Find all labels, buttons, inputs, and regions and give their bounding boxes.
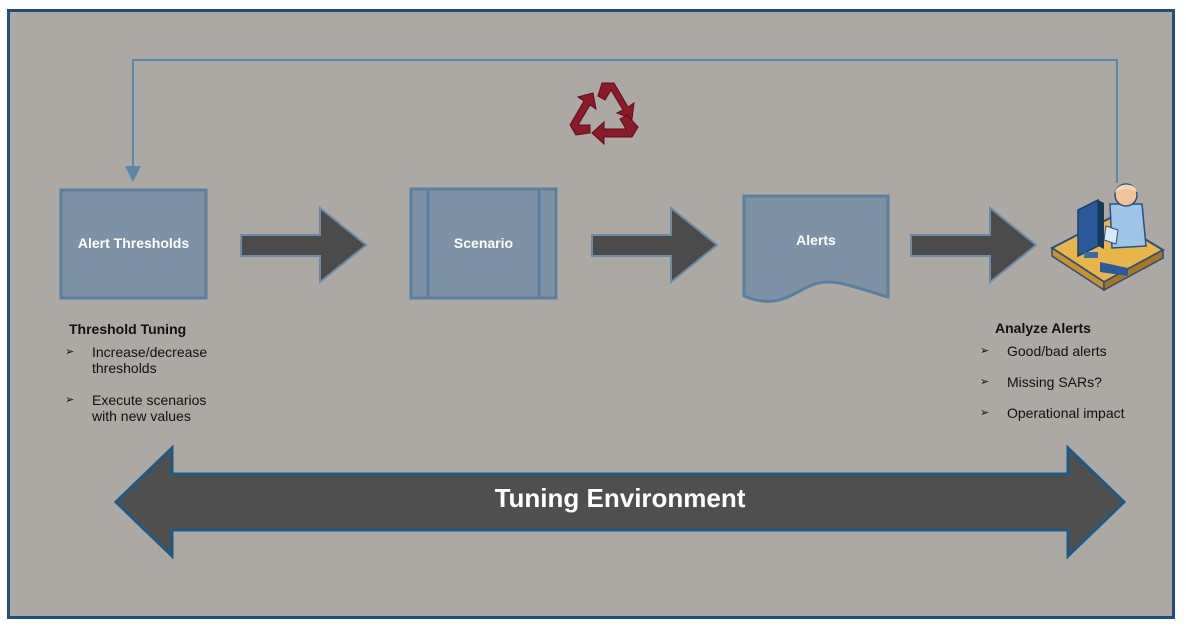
tuning-environment-banner (113, 444, 1127, 560)
analyze-alerts-item: ➢ Good/bad alerts (980, 343, 1170, 359)
bullet-arrow-icon: ➢ (980, 345, 990, 357)
scenario-label: Scenario (453, 235, 514, 251)
recycle-icon (569, 82, 639, 146)
analyze-alerts-item: ➢ Missing SARs? (980, 374, 1170, 390)
bullet-arrow-icon: ➢ (980, 407, 990, 419)
bullet-text: with new values (92, 408, 191, 424)
bullet-arrow-icon: ➢ (980, 376, 990, 388)
bullet-text: Operational impact (1007, 405, 1125, 421)
tuning-environment-label: Tuning Environment (494, 483, 746, 513)
flow-arrow-2 (591, 205, 719, 285)
feedback-arrowhead (125, 166, 141, 182)
bullet-text: thresholds (92, 360, 157, 376)
alert-thresholds-box (59, 188, 208, 300)
scenario-box (409, 187, 558, 300)
analyze-alerts-title: Analyze Alerts (995, 320, 1091, 336)
bullet-text: Good/bad alerts (1007, 343, 1107, 359)
analyze-alerts-item: ➢ Operational impact (980, 405, 1170, 421)
analyst-at-computer-icon (1050, 183, 1166, 292)
feedback-loop-line (132, 59, 1118, 183)
threshold-tuning-list: ➢ Increase/decrease thresholds ➢ Execute… (65, 344, 265, 424)
flow-arrow-3 (910, 205, 1038, 285)
alerts-document-shape (742, 194, 890, 303)
analyze-alerts-list: ➢ Good/bad alerts ➢ Missing SARs? ➢ Oper… (980, 343, 1170, 421)
alerts-label: Alerts (796, 232, 836, 248)
bullet-text: Increase/decrease (92, 344, 208, 360)
alert-thresholds-label: Alert Thresholds (77, 235, 190, 251)
bullet-text: Execute scenarios (92, 392, 207, 408)
flow-arrow-1 (240, 205, 368, 285)
threshold-tuning-item: ➢ Execute scenarios with new values (65, 392, 265, 424)
bullet-text: Missing SARs? (1007, 374, 1102, 390)
threshold-tuning-item: ➢ Increase/decrease thresholds (65, 344, 265, 376)
bullet-arrow-icon: ➢ (65, 394, 75, 406)
bullet-arrow-icon: ➢ (65, 346, 75, 358)
threshold-tuning-title: Threshold Tuning (69, 321, 187, 337)
